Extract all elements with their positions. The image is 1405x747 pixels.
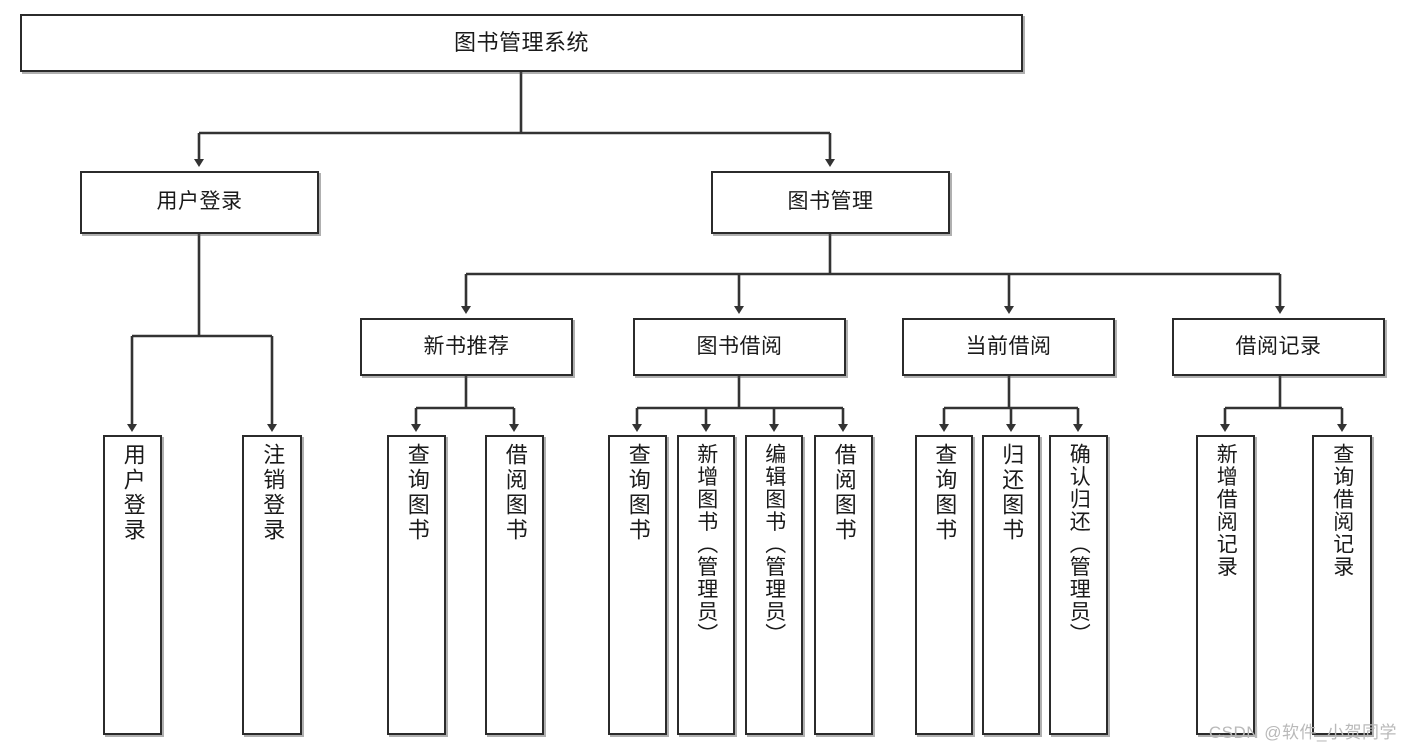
node-label: 借阅图书 (502, 443, 528, 543)
node-root-book-management-system[interactable]: 图书管理系统 (20, 14, 1023, 72)
node-book-borrow[interactable]: 图书借阅 (633, 318, 846, 376)
leaf-book-borrow-borrow-book[interactable]: 借阅图书 (814, 435, 873, 735)
node-label: 新增借阅记录 (1214, 443, 1238, 578)
node-label: 借阅记录 (1235, 334, 1322, 358)
leaf-current-borrow-query-book[interactable]: 查询图书 (915, 435, 973, 735)
node-borrow-records[interactable]: 借阅记录 (1172, 318, 1385, 376)
node-label: 注销登录 (260, 443, 286, 543)
node-label: 当前借阅 (965, 334, 1052, 358)
node-label: 查询图书 (932, 443, 958, 543)
node-label: 用户登录 (120, 443, 146, 543)
node-new-book-recommend[interactable]: 新书推荐 (360, 318, 573, 376)
node-label: 确认归还（管理员） (1067, 443, 1091, 646)
node-book-management[interactable]: 图书管理 (711, 171, 950, 234)
node-label: 归还图书 (999, 443, 1025, 543)
node-label: 图书借阅 (696, 334, 783, 358)
node-label: 查询图书 (404, 443, 430, 543)
leaf-current-borrow-confirm-return-admin[interactable]: 确认归还（管理员） (1049, 435, 1108, 735)
leaf-user-login-login[interactable]: 用户登录 (103, 435, 162, 735)
watermark-csdn: CSDN @软件_小贺同学 (1208, 723, 1397, 742)
node-label: 新书推荐 (423, 334, 510, 358)
leaf-records-add-borrow-record[interactable]: 新增借阅记录 (1196, 435, 1255, 735)
leaf-current-borrow-return-book[interactable]: 归还图书 (982, 435, 1040, 735)
node-current-borrow[interactable]: 当前借阅 (902, 318, 1115, 376)
node-label: 图书管理 (787, 190, 874, 214)
leaf-book-borrow-query-book[interactable]: 查询图书 (608, 435, 667, 735)
node-label: 查询图书 (625, 443, 651, 543)
leaf-book-borrow-edit-book-admin[interactable]: 编辑图书（管理员） (745, 435, 803, 735)
leaf-new-book-query-book[interactable]: 查询图书 (387, 435, 446, 735)
node-label: 借阅图书 (831, 443, 857, 543)
node-label: 图书管理系统 (453, 30, 589, 56)
node-label: 查询借阅记录 (1330, 443, 1354, 578)
leaf-user-login-logout[interactable]: 注销登录 (242, 435, 302, 735)
node-label: 新增图书（管理员） (694, 443, 718, 646)
leaf-records-query-borrow-record[interactable]: 查询借阅记录 (1312, 435, 1372, 735)
node-label: 编辑图书（管理员） (762, 443, 786, 646)
leaf-book-borrow-add-book-admin[interactable]: 新增图书（管理员） (677, 435, 735, 735)
leaf-new-book-borrow-book[interactable]: 借阅图书 (485, 435, 544, 735)
node-label: 用户登录 (156, 190, 243, 214)
node-user-login[interactable]: 用户登录 (80, 171, 319, 234)
